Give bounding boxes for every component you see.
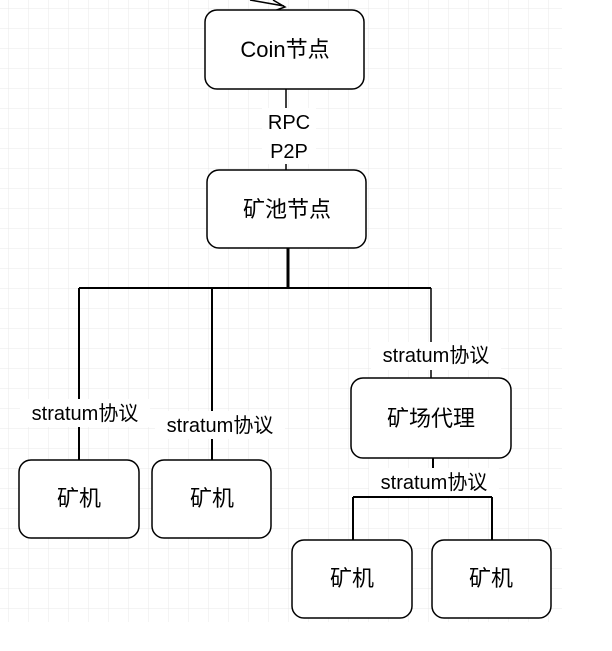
- node-miner-4: 矿机: [431, 539, 552, 619]
- edge-label-pool-miner2: stratum协议: [167, 414, 274, 437]
- edge-labels: RPC P2P stratum协议 stratum协议 stratum协议 st…: [20, 108, 501, 496]
- edge-label-p2p: P2P: [270, 141, 308, 163]
- node-miner-4-label: 矿机: [469, 566, 513, 591]
- node-miner-1-label: 矿机: [57, 486, 101, 511]
- node-farm-proxy: 矿场代理: [350, 377, 512, 459]
- node-coin: Coin节点: [204, 9, 365, 90]
- node-miner-2-label: 矿机: [190, 486, 234, 511]
- node-coin-label: Coin节点: [240, 37, 329, 62]
- node-farm-proxy-label: 矿场代理: [387, 406, 475, 431]
- node-pool: 矿池节点: [206, 169, 367, 249]
- node-miner-1: 矿机: [18, 459, 140, 539]
- node-miner-3-label: 矿机: [330, 566, 374, 591]
- edge-label-rpc: RPC: [268, 112, 310, 134]
- node-miner-3: 矿机: [291, 539, 413, 619]
- edge-label-proxy-miners: stratum协议: [381, 471, 488, 494]
- node-pool-label: 矿池节点: [243, 197, 331, 222]
- edge-label-pool-proxy: stratum协议: [383, 344, 490, 367]
- edge-label-pool-miner1: stratum协议: [32, 402, 139, 425]
- node-miner-2: 矿机: [151, 459, 272, 539]
